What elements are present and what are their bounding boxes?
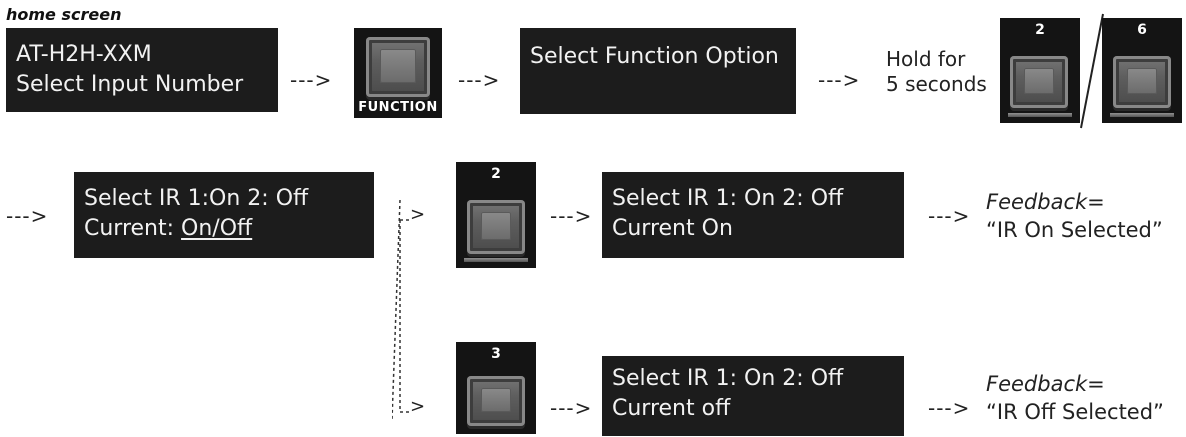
arrow-7: --->	[550, 396, 593, 420]
ir-menu-current-value: On/Off	[181, 216, 253, 241]
feedback-on: Feedback= “IR On Selected”	[986, 188, 1163, 244]
ir-on-line2: Current On	[612, 216, 733, 241]
arrow-5: --->	[550, 204, 593, 228]
home-lcd-line1: AT-H2H-XXM	[16, 42, 152, 67]
ir-menu-line2: Current: On/Off	[84, 214, 364, 244]
branch-connector	[399, 220, 401, 412]
button-cap	[1010, 56, 1068, 108]
arrow-3: --->	[818, 68, 861, 92]
function-button-label: FUNCTION	[358, 100, 438, 115]
ir-on-lcd: Select IR 1: On 2: Off Current On	[602, 172, 904, 258]
feedback-on-label-line: Feedback=	[986, 188, 1163, 216]
hold-instruction: Hold for 5 seconds	[886, 47, 987, 97]
button-2-number: 2	[1035, 22, 1045, 38]
ir-off-line2: Current off	[612, 396, 731, 421]
button-3[interactable]: 3	[456, 342, 536, 434]
arrow-branch-bottom: >	[410, 396, 427, 417]
feedback-off-value: “IR Off Selected”	[986, 400, 1164, 424]
ir-off-lcd: Select IR 1: On 2: Off Current off	[602, 356, 904, 436]
home-screen-lcd: AT-H2H-XXM Select Input Number	[6, 28, 278, 112]
button-cap	[366, 37, 430, 97]
button-ledge	[1008, 113, 1072, 117]
button-cap	[1113, 56, 1171, 108]
button-2[interactable]: 2	[456, 162, 536, 268]
arrow-2: --->	[458, 68, 501, 92]
select-function-line1: Select Function Option	[530, 44, 779, 69]
ir-on-line1: Select IR 1: On 2: Off	[612, 186, 844, 211]
ir-menu-line1: Select IR 1:On 2: Off	[84, 186, 309, 211]
button-3-number: 3	[491, 346, 501, 362]
button-6[interactable]: 6	[1102, 18, 1182, 123]
button-ledge	[1110, 113, 1174, 117]
arrow-8: --->	[928, 396, 971, 420]
button-6-number: 6	[1137, 22, 1147, 38]
button-2-top[interactable]: 2	[1000, 18, 1080, 123]
select-function-lcd: Select Function Option	[520, 28, 796, 114]
page-title: home screen	[6, 5, 122, 24]
feedback-on-label: Feedback	[986, 190, 1088, 214]
arrow-6: --->	[928, 204, 971, 228]
arrow-1: --->	[290, 68, 333, 92]
feedback-on-eq: =	[1087, 190, 1105, 214]
feedback-off-label: Feedback	[986, 372, 1088, 396]
feedback-off-eq: =	[1087, 372, 1105, 396]
hold-line2: 5 seconds	[886, 72, 987, 96]
button-ledge	[464, 258, 528, 262]
feedback-on-value: “IR On Selected”	[986, 218, 1163, 242]
arrow-branch-top: >	[410, 204, 427, 225]
home-lcd-line2: Select Input Number	[16, 72, 244, 97]
ir-off-line1: Select IR 1: On 2: Off	[612, 366, 844, 391]
divider-slash	[1080, 13, 1104, 129]
hold-line1: Hold for	[886, 47, 966, 71]
button-2-number: 2	[491, 166, 501, 182]
ir-menu-lcd: Select IR 1:On 2: Off Current: On/Off	[74, 172, 374, 258]
ir-menu-current-label: Current:	[84, 216, 182, 241]
feedback-off: Feedback= “IR Off Selected”	[986, 370, 1164, 426]
feedback-off-label-line: Feedback=	[986, 370, 1164, 398]
branch-connector	[392, 200, 411, 421]
button-cap	[467, 200, 525, 254]
arrow-4: --->	[6, 204, 49, 228]
function-button[interactable]: FUNCTION	[354, 28, 442, 118]
button-cap	[467, 376, 525, 426]
